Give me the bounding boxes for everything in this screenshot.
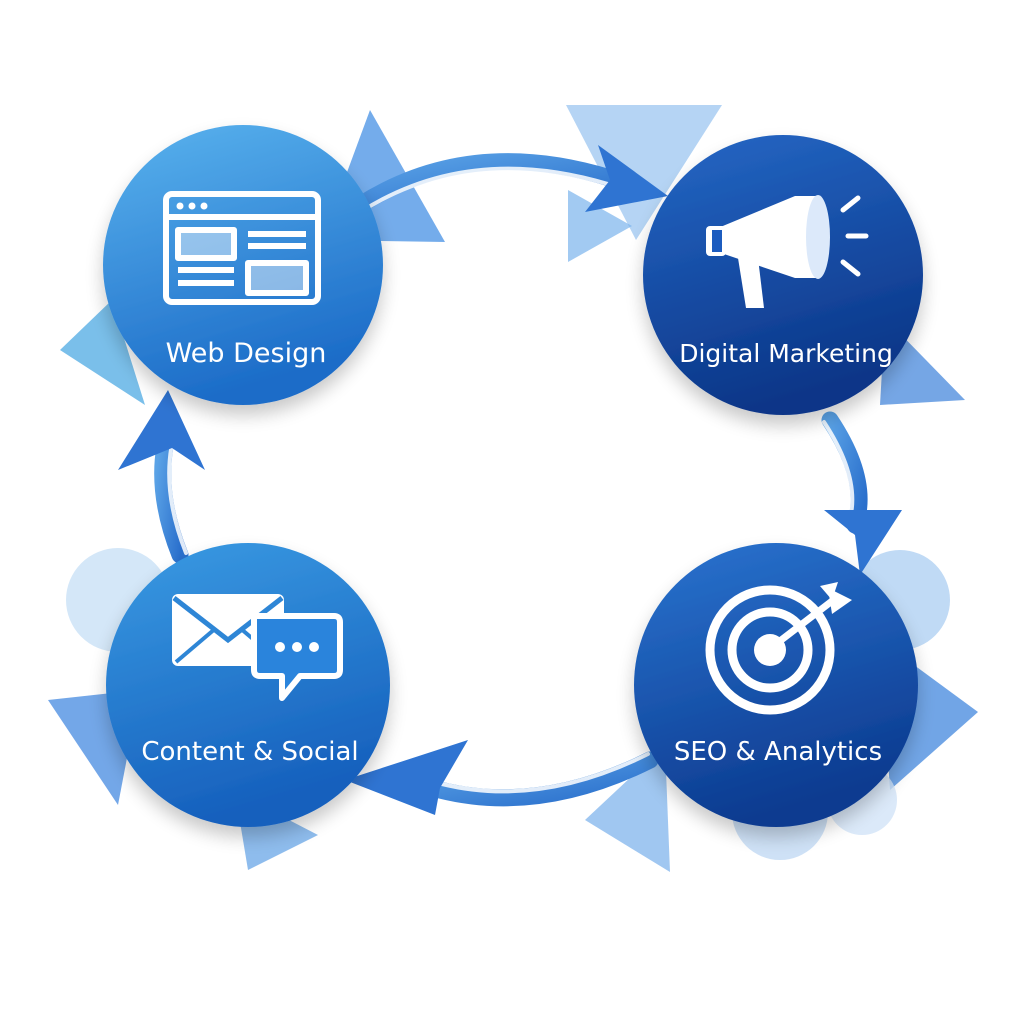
megaphone-icon xyxy=(706,195,869,308)
node-seo-analytics-label: SEO & Analytics xyxy=(674,737,882,767)
node-web-design-label: Web Design xyxy=(166,338,327,369)
node-content-social-label: Content & Social xyxy=(141,737,358,767)
window-dots xyxy=(176,202,208,210)
email-chat-icon xyxy=(172,594,343,701)
node-web-design[interactable]: Web Design xyxy=(103,125,383,405)
node-digital-marketing[interactable]: Digital Marketing xyxy=(643,135,923,415)
arrow-head-up xyxy=(118,390,205,470)
deco-triangle xyxy=(585,745,670,872)
browser-window-icon xyxy=(163,191,321,305)
node-seo-analytics[interactable]: SEO & Analytics xyxy=(634,543,918,827)
flow-arrowheads xyxy=(118,145,902,815)
deco-triangle xyxy=(60,300,145,405)
target-arrow-icon xyxy=(705,582,852,715)
node-digital-marketing-label: Digital Marketing xyxy=(679,339,893,368)
deco-triangle xyxy=(568,190,632,262)
arrow-head-right xyxy=(585,145,668,212)
node-digital-marketing-circle xyxy=(643,135,923,415)
node-content-social[interactable]: Content & Social xyxy=(106,543,390,827)
node-content-social-circle xyxy=(106,543,390,827)
arrow-head-left xyxy=(345,740,468,815)
flow-segment-bottom xyxy=(431,751,659,807)
arrow-head-down xyxy=(824,510,902,575)
deco-triangle xyxy=(566,105,722,240)
flow-segment-top xyxy=(351,153,619,214)
